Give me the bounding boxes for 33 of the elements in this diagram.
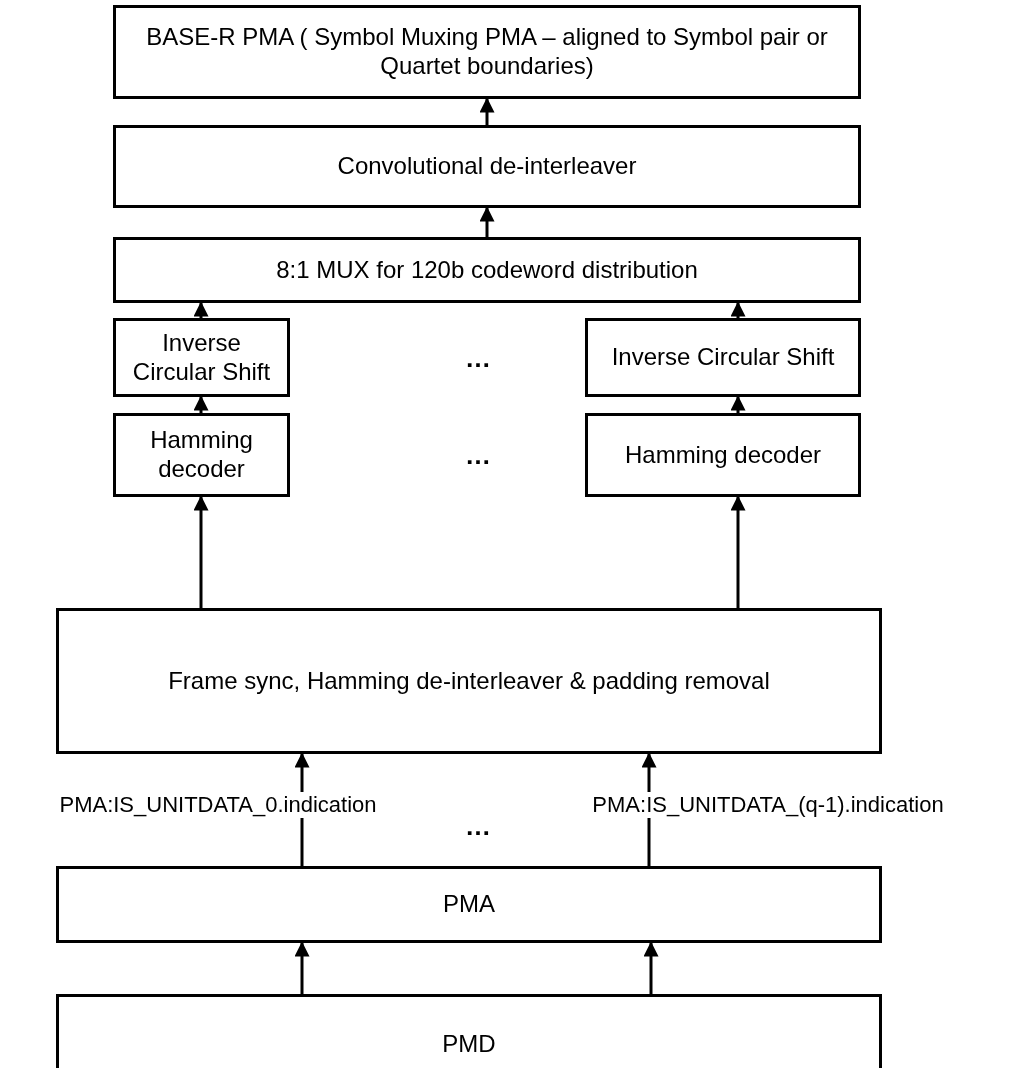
process-box xyxy=(56,866,882,943)
box-label: Convolutional de-interleaver xyxy=(336,152,638,181)
arrow xyxy=(193,301,209,318)
arrow xyxy=(294,941,310,994)
ellipsis-label: … xyxy=(465,810,491,842)
box-label: BASE-R PMA ( Symbol Muxing PMA – aligned to Symbol pair or Quartet boundaries) xyxy=(145,23,829,81)
arrow xyxy=(730,301,746,318)
process-box xyxy=(585,413,861,497)
box-label: Hamming decoder xyxy=(623,440,823,470)
box-label: 8:1 MUX for 120b codeword distribution xyxy=(275,255,699,285)
ellipsis-label: … xyxy=(465,342,491,374)
process-box xyxy=(56,994,882,1068)
process-box xyxy=(113,237,861,303)
arrow xyxy=(730,495,746,608)
process-box xyxy=(113,5,861,99)
arrow xyxy=(730,395,746,413)
box-label: Frame sync, Hamming de-interleaver & padding removal xyxy=(167,666,771,696)
arrow xyxy=(193,495,209,608)
process-box xyxy=(56,608,882,754)
process-box xyxy=(113,413,290,497)
box-label: PMA xyxy=(442,890,496,919)
arrow xyxy=(479,97,495,125)
arrow xyxy=(479,206,495,237)
process-box xyxy=(585,318,861,397)
box-label: Hamming decoder xyxy=(149,426,254,484)
process-box xyxy=(113,318,290,397)
arrow xyxy=(193,395,209,413)
box-label: Inverse Circular Shift xyxy=(610,343,836,372)
arrow xyxy=(643,941,659,994)
process-box xyxy=(113,125,861,208)
box-label: PMD xyxy=(441,1029,497,1059)
box-label: Inverse Circular Shift xyxy=(131,328,272,387)
ellipsis-label: … xyxy=(465,439,491,471)
